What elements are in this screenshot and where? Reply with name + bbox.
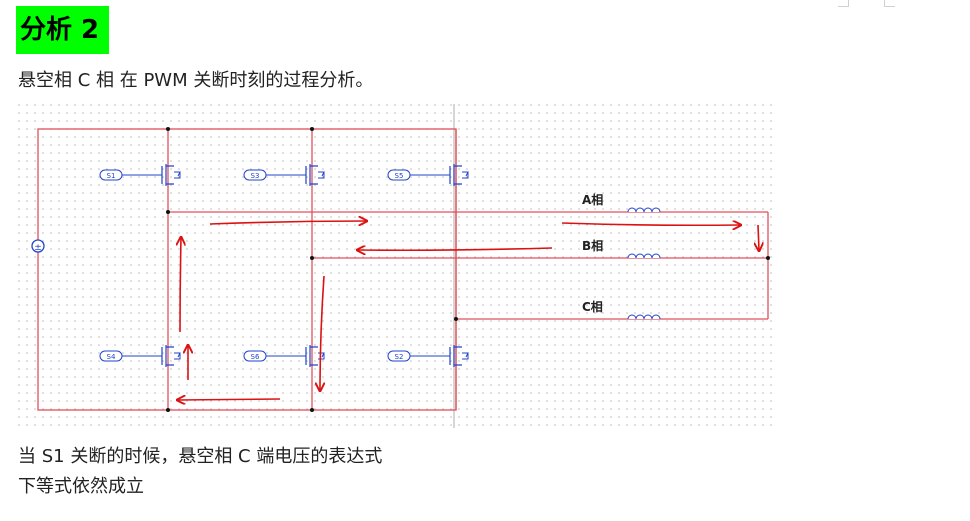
switch-s1: S1 [99, 164, 181, 186]
page-corner-mark-left [838, 0, 849, 7]
arrow-a-phase-right [209, 221, 366, 224]
switch-label-s6: S6 [251, 353, 260, 361]
inverter-circuit-diagram: ± S1 S3 S5 S4 S6 S2 [18, 104, 778, 428]
switch-label-s3: S3 [251, 172, 260, 180]
phase-label-c: C相 [582, 299, 603, 314]
arrow-bottom-left [178, 399, 281, 400]
arrow-a-load-right [561, 223, 740, 225]
section-heading: 分析 2 [16, 6, 110, 54]
grid-background [18, 104, 778, 428]
switch-label-s5: S5 [395, 172, 404, 180]
arrow-b-phase-left [358, 248, 553, 250]
inductor-a [627, 207, 661, 213]
current-flow-arrows [178, 221, 759, 400]
caption-line-2: 下等式依然成立 [18, 476, 144, 497]
circuit-wires [37, 128, 769, 411]
arrow-s6-down [320, 275, 324, 390]
dc-source: ± [31, 239, 45, 253]
switch-s2: S2 [387, 345, 469, 367]
switch-s3: S3 [243, 164, 325, 186]
arrow-right-side-down [758, 224, 759, 250]
phase-label-a: A相 [582, 192, 603, 207]
switch-s5: S5 [387, 164, 469, 186]
switch-label-s1: S1 [107, 172, 116, 180]
junction-dots [166, 127, 770, 412]
inductor-c [627, 314, 661, 320]
arrow-left-leg-up [180, 238, 181, 333]
switch-s6: S6 [243, 345, 325, 367]
phase-label-b: B相 [582, 238, 603, 253]
page-corner-mark-right [884, 0, 895, 7]
switch-label-s2: S2 [395, 353, 404, 361]
dc-source-symbol: ± [34, 243, 42, 253]
intro-text: 悬空相 C 相 在 PWM 关断时刻的过程分析。 [18, 70, 374, 91]
caption-line-1: 当 S1 关断的时候，悬空相 C 端电压的表达式 [18, 446, 383, 467]
switch-s4: S4 [99, 345, 181, 367]
inductor-b [627, 253, 661, 259]
switch-label-s4: S4 [107, 353, 116, 361]
